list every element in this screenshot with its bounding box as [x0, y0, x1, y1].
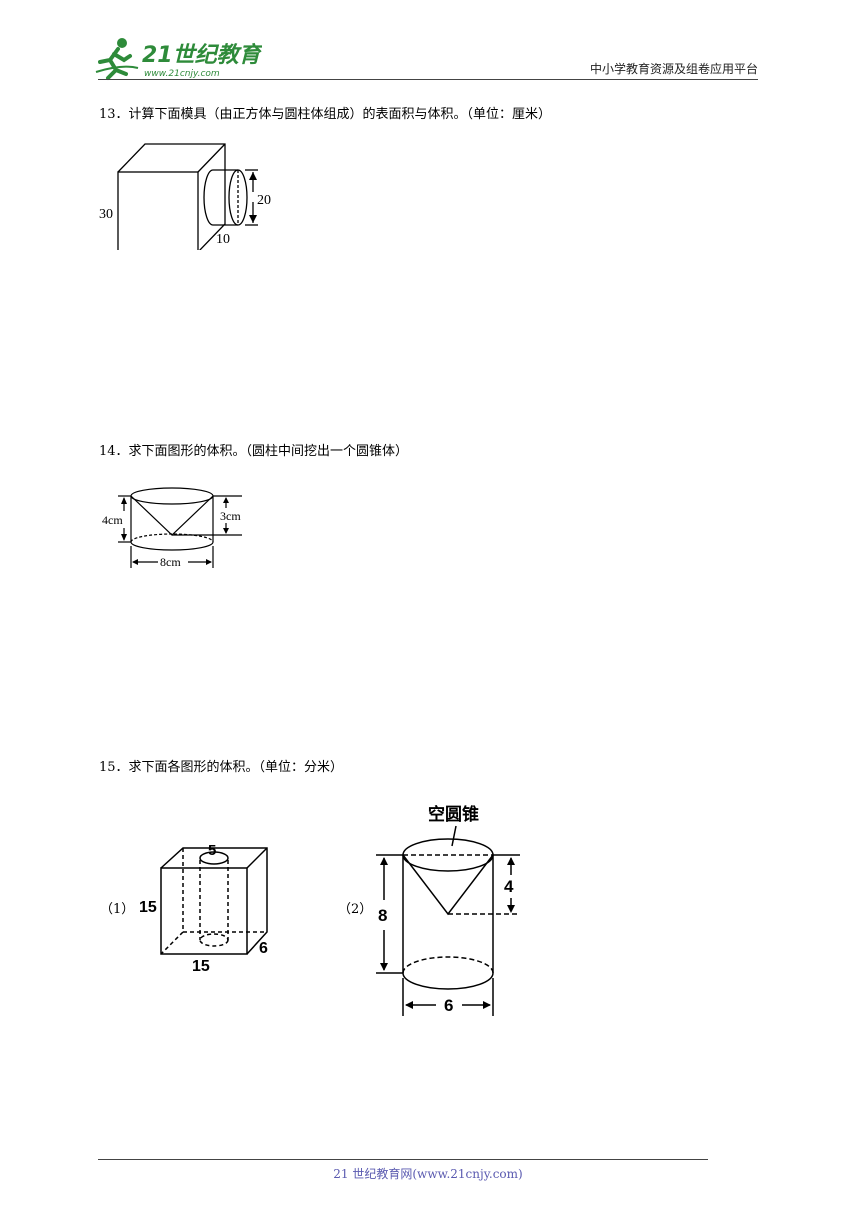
cylinder-left-end — [203, 169, 214, 226]
part-1-label: （1） — [100, 902, 135, 917]
label-cube-side: 30 — [99, 207, 113, 222]
hole-top — [199, 851, 229, 865]
site-name: 中小学教育资源及组卷应用平台 — [589, 62, 758, 76]
question-15-text: 求下面各图形的体积。（单位：分米） — [128, 760, 344, 775]
question-13: 13．计算下面模具（由正方体与圆柱体组成）的表面积与体积。（单位：厘米） — [99, 106, 551, 124]
figure-box-with-hole: 5 15 15 6 — [139, 842, 268, 975]
logo-url: www.21cnjy.com — [144, 69, 220, 79]
figure-cylinder-cone: 4cm 3cm 8cm — [102, 487, 242, 569]
label-length: 15 — [192, 958, 210, 975]
figure-cylinder-hollow-cone: 空圆锥 8 4 6 — [376, 804, 520, 1016]
question-14-number: 14． — [99, 444, 129, 459]
label-cylinder-diameter: 20 — [257, 193, 271, 208]
label-cylinder-length: 10 — [216, 232, 230, 247]
question-14: 14．求下面图形的体积。（圆柱中间挖出一个圆锥体） — [99, 443, 408, 461]
part-2-label: （2） — [338, 902, 373, 917]
cube-front-face — [117, 171, 199, 250]
footer-divider — [98, 1159, 708, 1160]
label-cone-height: 3cm — [220, 509, 241, 523]
question-15-number: 15． — [99, 760, 129, 775]
label-height: 15 — [139, 899, 157, 916]
label-hollow-cone: 空圆锥 — [428, 804, 479, 824]
footer-text: 21 世纪教育网(www.21cnjy.com) — [333, 1167, 523, 1181]
label-diameter: 6 — [444, 996, 453, 1015]
label-height: 8 — [378, 906, 387, 925]
label-diameter: 8cm — [160, 555, 181, 569]
cylinder-bottom — [130, 541, 214, 551]
question-15: 15．求下面各图形的体积。（单位：分米） — [99, 759, 343, 777]
figure-cube-cylinder: 30 20 10 — [99, 143, 271, 250]
runner-icon — [95, 38, 139, 80]
cylinder-bottom-front — [402, 972, 494, 990]
question-14-text: 求下面图形的体积。（圆柱中间挖出一个圆锥体） — [128, 444, 409, 459]
label-cylinder-height: 4cm — [102, 513, 123, 527]
hollow-cone — [402, 854, 494, 916]
logo-title: 21世纪教育 — [142, 42, 262, 68]
question-13-number: 13． — [99, 107, 129, 122]
site-logo: 21世纪教育 www.21cnjy.com — [92, 34, 265, 82]
cylinder-body — [213, 169, 238, 226]
label-hole-diameter: 5 — [208, 842, 216, 859]
question-13-text: 计算下面模具（由正方体与圆柱体组成）的表面积与体积。（单位：厘米） — [128, 107, 552, 122]
box-front-face — [160, 867, 248, 955]
label-cone-height: 4 — [504, 877, 514, 896]
label-width: 6 — [259, 940, 268, 957]
cylinder-top — [130, 487, 214, 505]
header-divider — [98, 79, 758, 80]
